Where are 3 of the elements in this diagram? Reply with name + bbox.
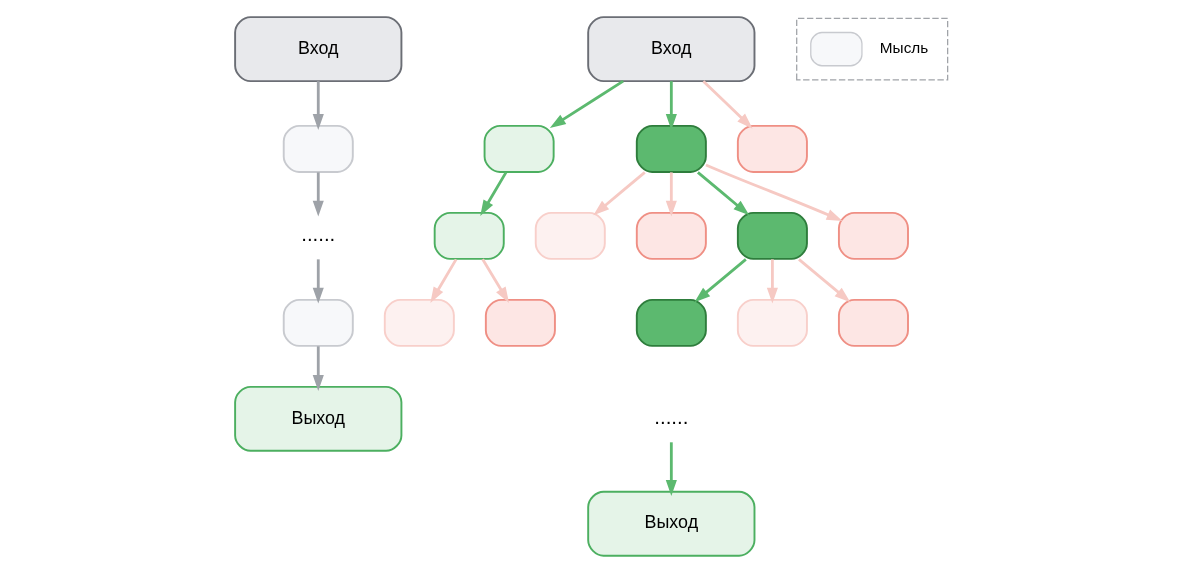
node-text: ...... [300, 221, 335, 245]
node-text: ...... [653, 404, 688, 428]
legend-label: Мысль [879, 39, 928, 57]
